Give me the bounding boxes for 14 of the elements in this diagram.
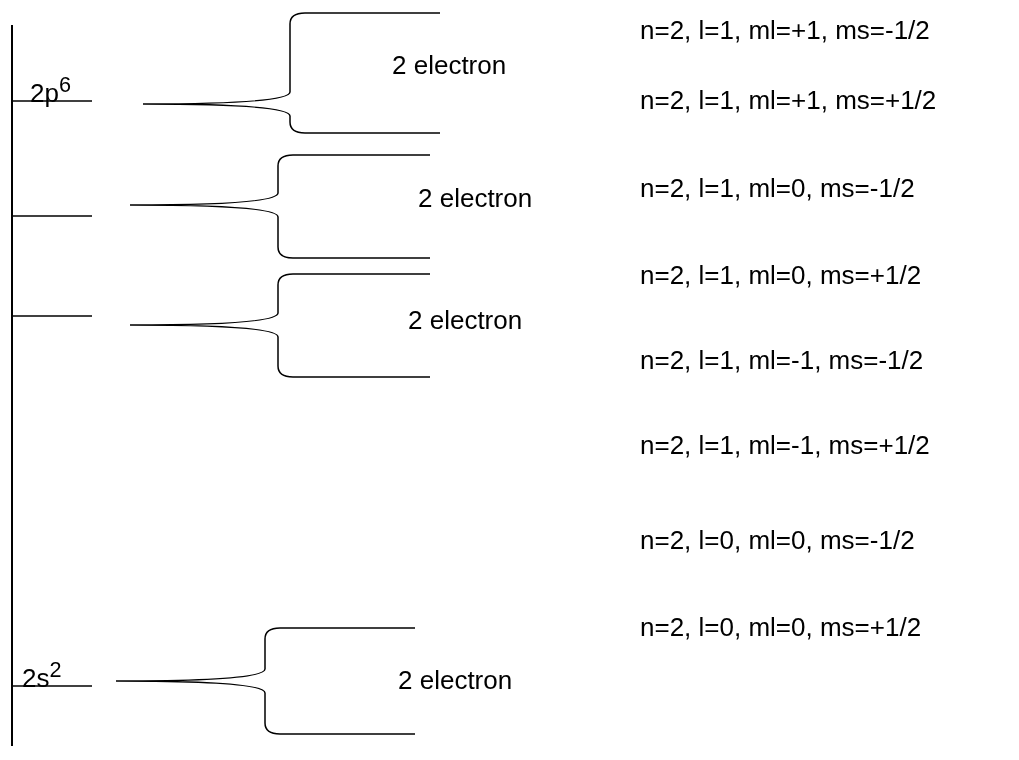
electron-count-label: 2 electron	[398, 665, 513, 695]
electron-count-label: 2 electron	[392, 50, 507, 80]
quantum-numbers-label: n=2, l=0, ml=0, ms=+1/2	[640, 612, 922, 642]
level-label: 2s$^{2}$	[22, 656, 62, 693]
quantum-numbers-label: n=2, l=1, ml=+1, ms=+1/2	[640, 85, 937, 115]
quantum-numbers-label: n=2, l=1, ml=0, ms=+1/2	[640, 260, 922, 290]
quantum-numbers-label: n=2, l=1, ml=+1, ms=-1/2	[640, 15, 930, 45]
quantum-numbers-label: n=2, l=1, ml=0, ms=-1/2	[640, 173, 915, 203]
electron-count-label: 2 electron	[418, 183, 533, 213]
quantum-numbers-label: n=2, l=1, ml=-1, ms=+1/2	[640, 430, 930, 460]
quantum-numbers-label: n=2, l=1, ml=-1, ms=-1/2	[640, 345, 924, 375]
quantum-numbers-label: n=2, l=0, ml=0, ms=-1/2	[640, 525, 915, 555]
level-label: 2p$^{6}$	[30, 71, 71, 108]
electron-count-label: 2 electron	[408, 305, 523, 335]
